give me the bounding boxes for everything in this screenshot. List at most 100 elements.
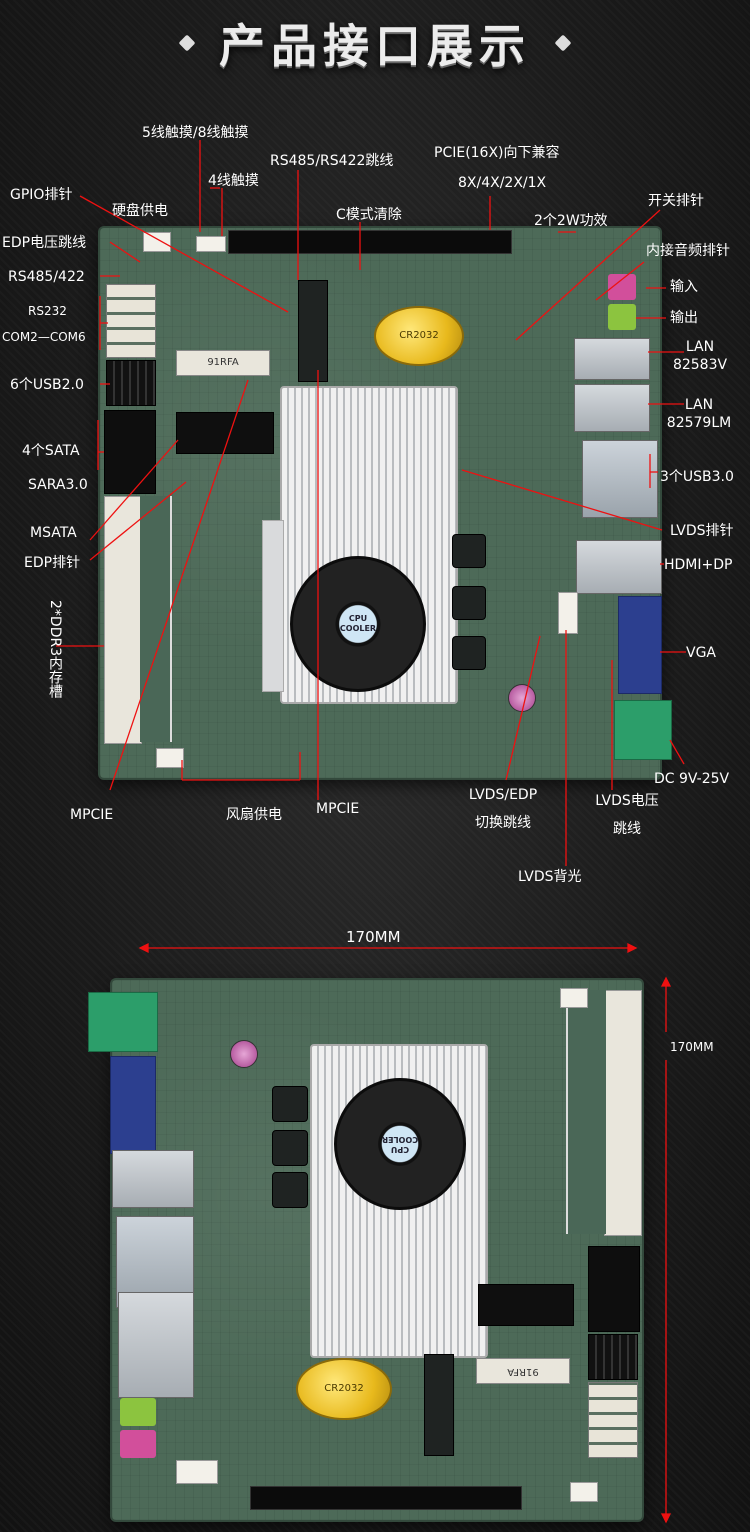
fan-label-bottom-cpu: CPU	[390, 1145, 410, 1154]
label-lvds-edp-line1: LVDS/EDP	[468, 787, 538, 803]
label-lvds-voltage-line2: 跳线	[613, 821, 641, 837]
label-lvds-backlight: LVDS背光	[518, 869, 582, 885]
cmos-battery-bottom: CR2032	[296, 1358, 392, 1420]
label-rs232: RS232	[28, 304, 67, 318]
label-pcie: PCIE(16X)向下兼容	[434, 145, 560, 161]
ddr3-slot-inner	[140, 496, 172, 742]
label-lan2-title: LAN	[684, 397, 714, 413]
label-lan1-chip: 82583V	[672, 357, 728, 373]
inductor-3	[452, 636, 486, 670]
label-lvds-edp-line2: 切换跳线	[475, 815, 531, 831]
mpcie-slot-bottom	[478, 1284, 574, 1326]
pcie-slot-bottom	[250, 1486, 522, 1510]
label-switch-header: 开关排针	[648, 193, 704, 209]
lan-port-1	[574, 338, 650, 380]
label-rs485-422: RS485/422	[8, 269, 85, 285]
label-rs485-rs422-jumper: RS485/RS422跳线	[270, 153, 394, 169]
touch-4-connector	[196, 236, 226, 252]
fan-label-cpu: CPU	[348, 614, 368, 623]
hdmi-port-bottom	[112, 1150, 194, 1208]
label-lvds-edp-jumper: LVDS/EDP 切换跳线	[448, 786, 558, 832]
sata-ports-bottom	[588, 1246, 640, 1332]
capacitor-bottom	[230, 1040, 258, 1068]
msata-slot: 91RFA	[176, 350, 270, 376]
label-audio-out: 输出	[670, 310, 698, 326]
label-usb2: 6个USB2.0	[10, 377, 84, 393]
label-lan2-chip: 82579LM	[666, 415, 732, 431]
label-msata: MSATA	[30, 525, 77, 541]
label-mpcie-left: MPCIE	[70, 807, 114, 823]
cmos-battery: CR2032	[374, 306, 464, 366]
label-gpio: GPIO排针	[10, 187, 73, 203]
label-com: COM2—COM6	[2, 330, 86, 344]
pcie-x16-slot	[228, 230, 512, 254]
capacitor	[508, 684, 536, 712]
label-height-dimension: 170MM	[670, 1040, 714, 1054]
label-internal-audio: 内接音频排针	[646, 243, 730, 259]
lan-port-2	[574, 384, 650, 432]
fan-label-bottom: CPU COOLER	[382, 1134, 418, 1154]
inductor-2	[452, 586, 486, 620]
fan-label-cooler: COOLER	[339, 624, 377, 633]
vga-port-bottom	[110, 1056, 156, 1154]
ddr3-slot-bottom	[604, 990, 642, 1236]
battery-label: CR2032	[399, 330, 439, 342]
label-c-mode: C模式清除	[336, 207, 402, 223]
label-usb3: 3个USB3.0	[660, 469, 734, 485]
audio-out-jack-bottom	[120, 1398, 156, 1426]
label-amp: 2个2W功效	[534, 213, 608, 229]
dc-power-terminal	[614, 700, 672, 760]
label-mpcie-mid: MPCIE	[316, 801, 360, 817]
label-edp-voltage: EDP电压跳线	[2, 235, 87, 251]
label-hdd-power: 硬盘供电	[112, 203, 168, 219]
fan-label-bottom-cooler: COOLER	[381, 1135, 419, 1144]
lan-ports-bottom	[118, 1292, 194, 1398]
usb3-ports	[582, 440, 658, 518]
label-width-dimension: 170MM	[346, 928, 401, 946]
hdd-power-connector	[143, 232, 171, 252]
dc-power-terminal-bottom	[88, 992, 158, 1052]
page-title: 产品接口展示	[219, 19, 531, 73]
vertical-slot-bottom	[424, 1354, 454, 1456]
label-dc: DC 9V-25V	[654, 771, 730, 787]
fan-power-connector	[156, 748, 184, 768]
label-hdmi-dp: HDMI+DP	[664, 557, 733, 573]
label-sata: 4个SATA	[22, 443, 80, 459]
label-edp-header: EDP排针	[24, 555, 81, 571]
hdd-power-bottom	[570, 1482, 598, 1502]
inductor-1	[452, 534, 486, 568]
fan-connector-bottom	[560, 988, 588, 1008]
label-fan-power: 风扇供电	[226, 807, 282, 823]
label-lvds-voltage: LVDS电压 跳线	[582, 792, 672, 838]
usb2-headers	[106, 360, 156, 406]
vga-port	[618, 596, 662, 694]
label-vga: VGA	[686, 645, 717, 661]
lvds-backlight-connector	[558, 592, 578, 634]
fan-label: CPU COOLER	[340, 614, 376, 634]
audio-in-jack-bottom	[120, 1430, 156, 1458]
heatsink-base-left	[262, 520, 284, 692]
label-audio-in: 输入	[670, 279, 698, 295]
touch-connector-bottom	[176, 1460, 218, 1484]
msata-slot-bottom: 91RFA	[476, 1358, 570, 1384]
label-lan1-title: LAN	[685, 339, 715, 355]
sata-ports	[104, 410, 156, 494]
hdmi-dp-port	[576, 540, 662, 594]
usb2-headers-bottom	[588, 1334, 638, 1380]
ddr3-inner-bottom	[566, 990, 606, 1234]
leader-lines-top	[56, 140, 686, 866]
audio-out-jack	[608, 304, 636, 330]
cpu-fan: CPU COOLER	[290, 556, 426, 692]
com-headers	[106, 284, 156, 358]
label-lvds-voltage-line1: LVDS电压	[595, 793, 659, 809]
label-pcie-modes: 8X/4X/2X/1X	[458, 175, 547, 191]
label-touch-5-8: 5线触摸/8线触摸	[142, 125, 249, 141]
battery-label-bottom: CR2032	[324, 1383, 364, 1395]
inductor-bottom-1	[272, 1086, 308, 1122]
label-touch-4: 4线触摸	[208, 173, 259, 189]
com-headers-bottom	[588, 1382, 638, 1458]
cpu-fan-bottom: CPU COOLER	[334, 1078, 466, 1210]
label-lan2: LAN 82579LM	[660, 396, 738, 432]
label-lvds-header: LVDS排针	[670, 523, 734, 539]
